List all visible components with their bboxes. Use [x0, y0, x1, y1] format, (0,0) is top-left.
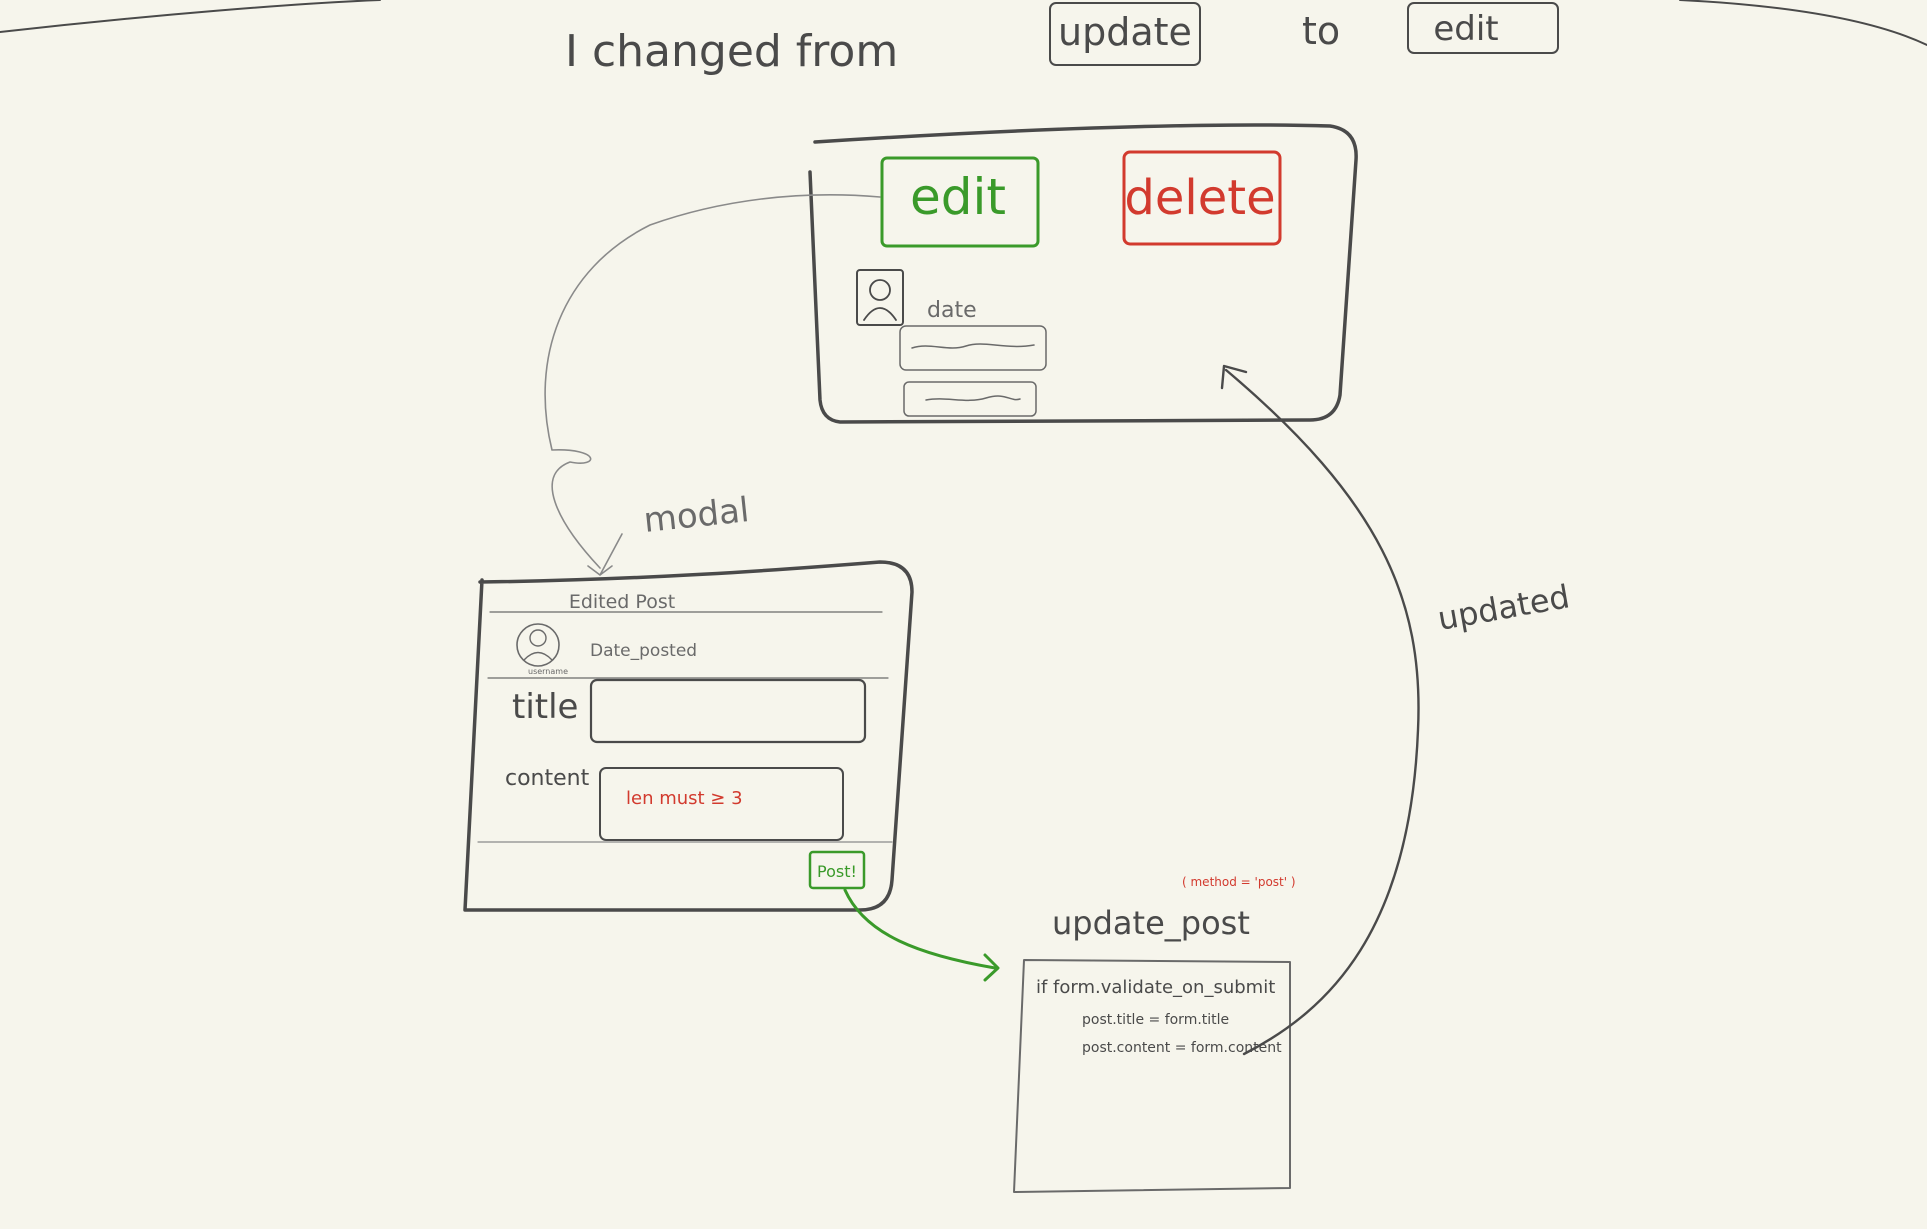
post-to-handler-arrowhead — [983, 953, 1000, 982]
title-row: I changed from update to edit — [565, 2, 1559, 77]
post-title-placeholder — [899, 325, 1047, 371]
post-button[interactable]: Post! — [808, 850, 866, 890]
old-label-box — [1049, 2, 1201, 66]
post-card-frame — [808, 123, 1358, 424]
update-post-handler: ( method = 'post' ) update_post if form.… — [1013, 875, 1296, 1193]
handler-to-card-arrowhead — [1220, 364, 1248, 390]
delete-button-label: delete — [1124, 170, 1275, 226]
title-connector: to — [1302, 9, 1340, 53]
edit-button-label: edit — [910, 168, 1006, 226]
modal-avatar-icon — [516, 623, 560, 667]
top-edge-curve — [0, 0, 1927, 46]
edit-button[interactable]: edit — [880, 156, 1040, 248]
handler-frame — [1013, 959, 1291, 1193]
handler-code-line2: post.title = form.title — [1082, 1012, 1229, 1028]
post-card: edit delete date — [808, 123, 1358, 424]
post-date-label: date — [927, 298, 977, 323]
edit-modal: Edited Post username Date_posted title c… — [463, 560, 914, 912]
modal-date-posted: Date_posted — [590, 641, 697, 661]
delete-button[interactable]: delete — [1122, 150, 1282, 246]
title-prefix: I changed from — [565, 26, 898, 77]
post-to-handler-arrow — [843, 888, 997, 970]
updated-arrow-label: updated — [1435, 577, 1573, 638]
modal-header: Edited Post — [569, 591, 675, 613]
old-label-text: update — [1058, 10, 1192, 54]
handler-name: update_post — [1052, 904, 1250, 942]
handler-code-line3: post.content = form.content — [1082, 1040, 1282, 1056]
modal-frame — [463, 560, 914, 912]
content-field-label: content — [505, 766, 590, 791]
content-validation-error: len must ≥ 3 — [626, 788, 743, 809]
title-field-label: title — [512, 687, 578, 727]
new-label-text: edit — [1433, 9, 1498, 49]
content-input[interactable] — [599, 767, 844, 841]
edit-to-modal-arrowhead — [587, 533, 623, 576]
post-button-label: Post! — [817, 862, 857, 881]
modal-username: username — [528, 667, 568, 676]
modal-arrow-label: modal — [642, 490, 751, 541]
handler-to-card-arrow — [1224, 368, 1420, 1056]
handler-code-line1: if form.validate_on_submit — [1036, 977, 1275, 998]
handler-methods-note: ( method = 'post' ) — [1182, 875, 1296, 889]
new-label-box — [1407, 2, 1559, 54]
avatar-icon — [856, 269, 904, 326]
post-content-placeholder — [903, 381, 1037, 417]
title-input[interactable] — [589, 678, 867, 744]
edit-to-modal-arrow — [544, 194, 881, 569]
